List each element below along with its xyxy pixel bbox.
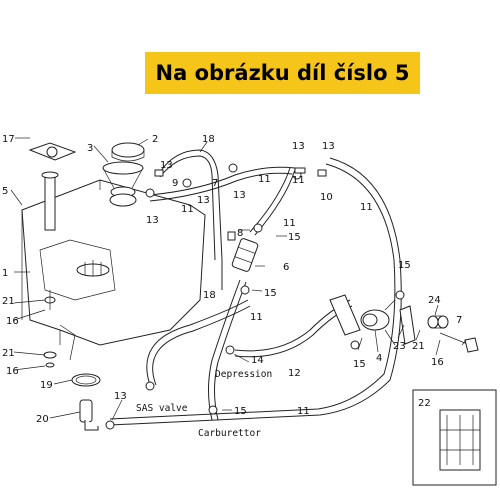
note-sas-valve: SAS valve bbox=[136, 403, 188, 414]
label-16-left-bottom: 16 bbox=[6, 366, 19, 377]
label-3: 3 bbox=[87, 143, 93, 154]
label-7-right: 7 bbox=[456, 315, 462, 326]
label-13-a: 13 bbox=[160, 160, 173, 171]
label-11-d: 11 bbox=[360, 202, 373, 213]
fuel-pump-plate bbox=[76, 260, 110, 277]
label-7: 7 bbox=[212, 178, 218, 189]
tank-mounts bbox=[43, 290, 57, 368]
label-10: 10 bbox=[320, 192, 333, 203]
label-1: 1 bbox=[2, 268, 8, 279]
banner-text: Na obrázku díl číslo 5 bbox=[155, 61, 410, 85]
label-16-left-top: 16 bbox=[6, 316, 19, 327]
label-5: 5 bbox=[2, 186, 8, 197]
label-18-bottom: 18 bbox=[203, 290, 216, 301]
label-13-g: 13 bbox=[114, 391, 127, 402]
label-13-f: 13 bbox=[322, 141, 335, 152]
label-23: 23 bbox=[393, 341, 406, 352]
hose-11-tank bbox=[149, 166, 296, 196]
label-9: 9 bbox=[172, 178, 178, 189]
label-11-b: 11 bbox=[258, 174, 271, 185]
label-16-right: 16 bbox=[431, 357, 444, 368]
label-15-d: 15 bbox=[353, 359, 366, 370]
label-6: 6 bbox=[283, 262, 289, 273]
label-11-g: 11 bbox=[297, 406, 310, 417]
hose-18 bbox=[159, 149, 223, 290]
inset-part-22 bbox=[412, 389, 497, 486]
label-15-e: 15 bbox=[234, 406, 247, 417]
leader-lines bbox=[10, 137, 467, 421]
label-2: 2 bbox=[152, 134, 158, 145]
label-20: 20 bbox=[36, 414, 49, 425]
part-number-banner: Na obrázku díl číslo 5 bbox=[145, 52, 420, 94]
label-22: 22 bbox=[418, 398, 431, 409]
label-4: 4 bbox=[376, 353, 382, 364]
fuel-valve-part-4 bbox=[329, 294, 396, 346]
filler-pipe-part-5 bbox=[28, 142, 77, 231]
label-15-c: 15 bbox=[398, 260, 411, 271]
label-13-c: 13 bbox=[233, 190, 246, 201]
label-13-b: 13 bbox=[197, 195, 210, 206]
fuel-tap-part-20 bbox=[79, 399, 99, 431]
label-8: 8 bbox=[237, 228, 243, 239]
spacer-part-24 bbox=[427, 315, 449, 329]
label-13-e: 13 bbox=[292, 141, 305, 152]
label-12: 12 bbox=[288, 368, 301, 379]
label-15-b: 15 bbox=[264, 288, 277, 299]
note-carburettor: Carburettor bbox=[198, 428, 261, 439]
label-11-a: 11 bbox=[181, 204, 194, 215]
label-11-e: 11 bbox=[292, 175, 305, 186]
label-15-a: 15 bbox=[288, 232, 301, 243]
hose-11-lower bbox=[208, 279, 241, 421]
fuel-cap-part-2 bbox=[111, 142, 145, 162]
fuel-filter-part-6 bbox=[231, 238, 259, 272]
hose-11-sas bbox=[146, 299, 249, 386]
fuel-tank bbox=[21, 179, 206, 361]
label-19: 19 bbox=[40, 380, 53, 391]
bracket-part-23 bbox=[399, 305, 416, 345]
band-clamp-part-19 bbox=[71, 373, 101, 387]
small-fittings bbox=[154, 167, 327, 241]
hose-11-right bbox=[109, 157, 402, 426]
screw-part-16-right bbox=[439, 332, 479, 353]
label-24: 24 bbox=[428, 295, 441, 306]
label-18-top: 18 bbox=[202, 134, 215, 145]
label-13-d: 13 bbox=[146, 215, 159, 226]
label-17: 17 bbox=[2, 134, 15, 145]
note-depression: Depression bbox=[215, 369, 272, 380]
label-11-c: 11 bbox=[283, 218, 296, 229]
label-21-right: 21 bbox=[412, 341, 425, 352]
label-21-left-top: 21 bbox=[2, 296, 15, 307]
label-21-left-bottom: 21 bbox=[2, 348, 15, 359]
filler-funnel-part-3 bbox=[102, 161, 144, 207]
label-14: 14 bbox=[251, 355, 264, 366]
label-11-f: 11 bbox=[250, 312, 263, 323]
